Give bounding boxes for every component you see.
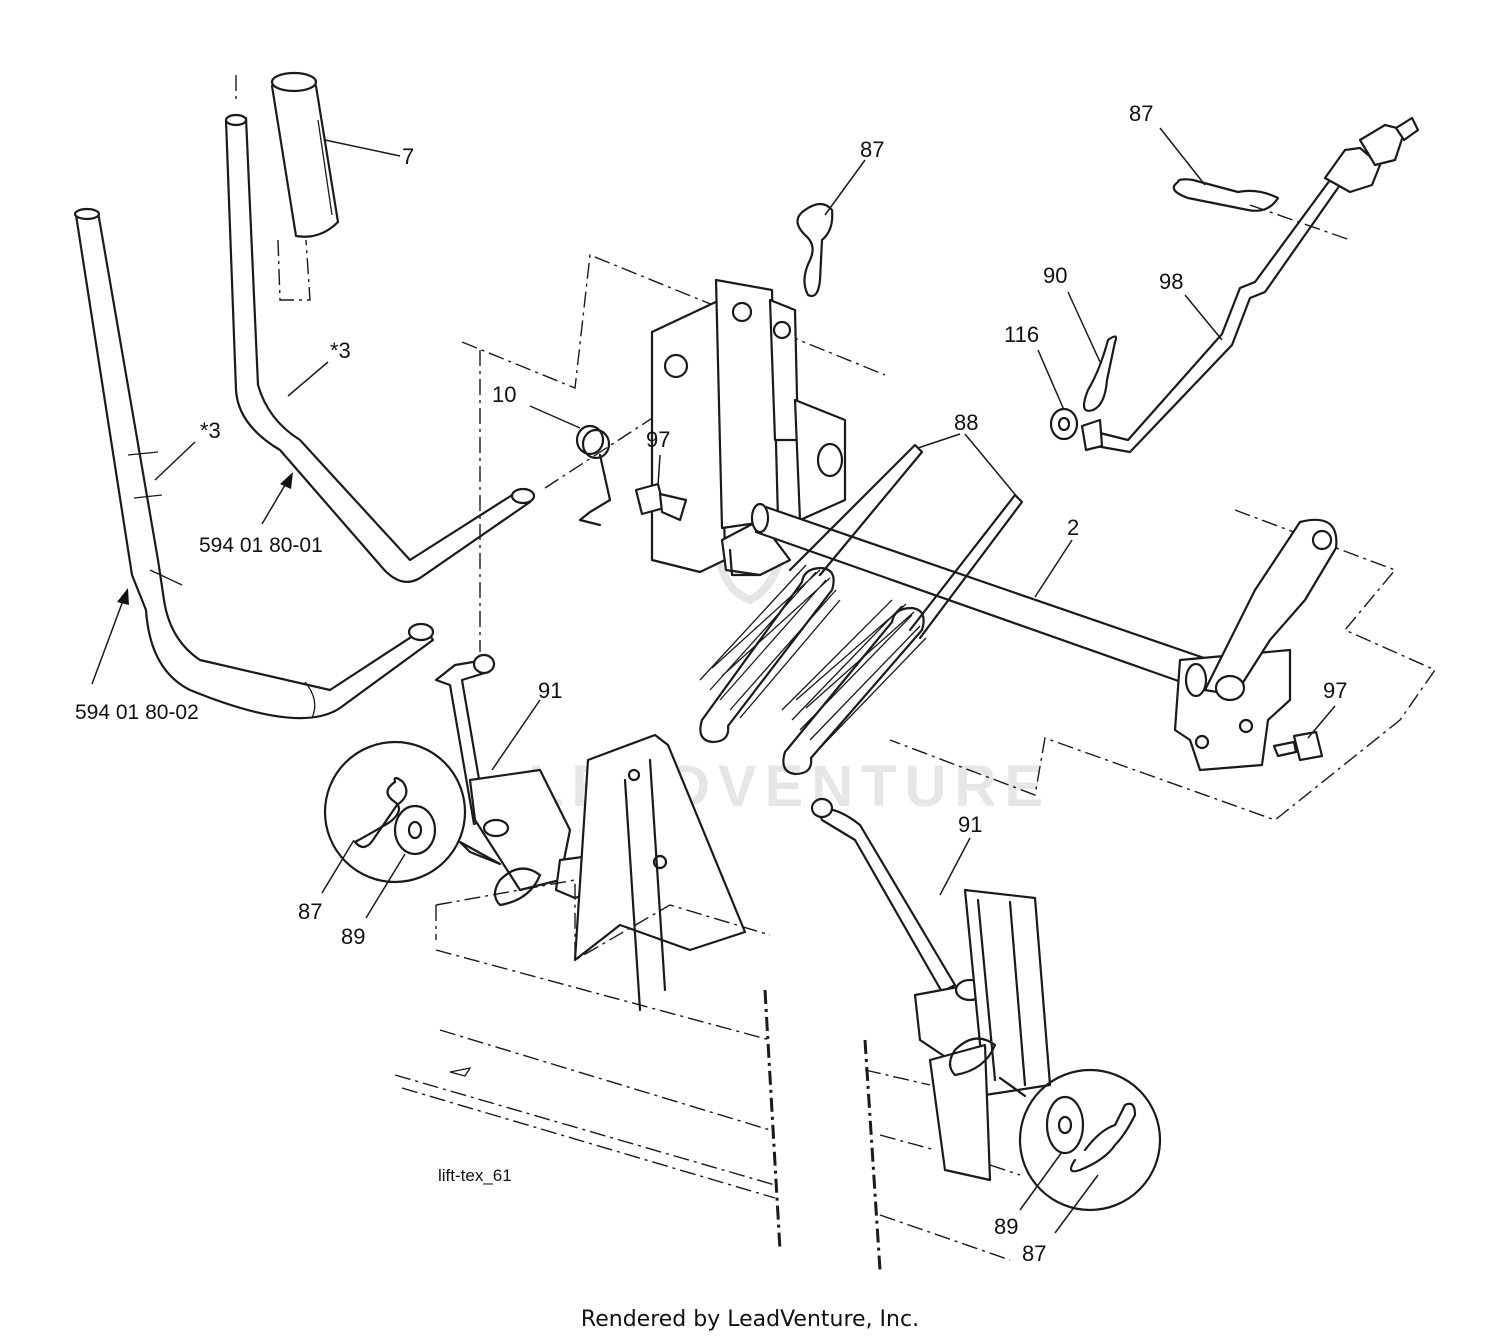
part-code-lever-a: 594 01 80-01 [199,534,323,557]
callout-116: 116 [1004,322,1039,347]
figure-id: lift-tex_61 [438,1166,512,1185]
hairpin-clip-top-right [1172,178,1280,212]
footer-credit: Rendered by LeadVenture, Inc. [581,1307,919,1332]
arrow-594-01-80-02 [91,588,129,685]
deck-plate-right [863,1039,1021,1271]
arrow-594-01-80-01 [261,472,293,525]
callout-2: 2 [1067,515,1079,540]
bolt-right [1272,730,1324,762]
deck-bracket-right [928,888,1052,1182]
callout-3-lower: *3 [200,418,221,443]
callout-87-detail-right: 87 [1022,1241,1046,1266]
detail-circle-left [323,740,502,884]
callouts: 7 *3 *3 87 87 10 97 88 90 98 116 2 97 91… [200,101,1347,1266]
callout-10: 10 [492,382,516,407]
part-code-lever-b: 594 01 80-02 [75,701,199,724]
handle-grip [235,71,340,301]
clip-pin-90 [1082,335,1118,412]
adjustment-rod [1080,116,1420,454]
callout-87-top-right: 87 [1129,101,1153,126]
deck-bracket-left [573,733,747,1012]
lift-shaft [750,502,1212,692]
lift-lever-long [73,207,435,720]
hairpin-clip-top-center [796,202,834,298]
callout-88: 88 [954,410,978,435]
callout-90: 90 [1043,263,1067,288]
callout-7: 7 [402,144,414,169]
extension-spring-right [781,493,1024,776]
bolt-left [634,482,688,522]
detail-circle-right [998,1068,1162,1212]
callout-97-right: 97 [1323,678,1347,703]
leader-lines [154,127,1336,1234]
callout-97-left: 97 [646,427,670,452]
callout-89-detail-right: 89 [994,1214,1018,1239]
callout-91-left: 91 [538,678,562,703]
callout-87-detail-left: 87 [298,899,322,924]
lift-lever-short [224,113,536,583]
callout-87-top-center: 87 [860,137,884,162]
torsion-spring [575,424,612,527]
right-bracket [889,509,1437,821]
washer-116 [1049,407,1079,441]
callout-3-upper: *3 [330,338,351,363]
callout-98: 98 [1159,269,1183,294]
callout-91-right: 91 [958,812,982,837]
callout-89-detail-left: 89 [341,924,365,949]
deck-plate-left [394,879,782,1251]
